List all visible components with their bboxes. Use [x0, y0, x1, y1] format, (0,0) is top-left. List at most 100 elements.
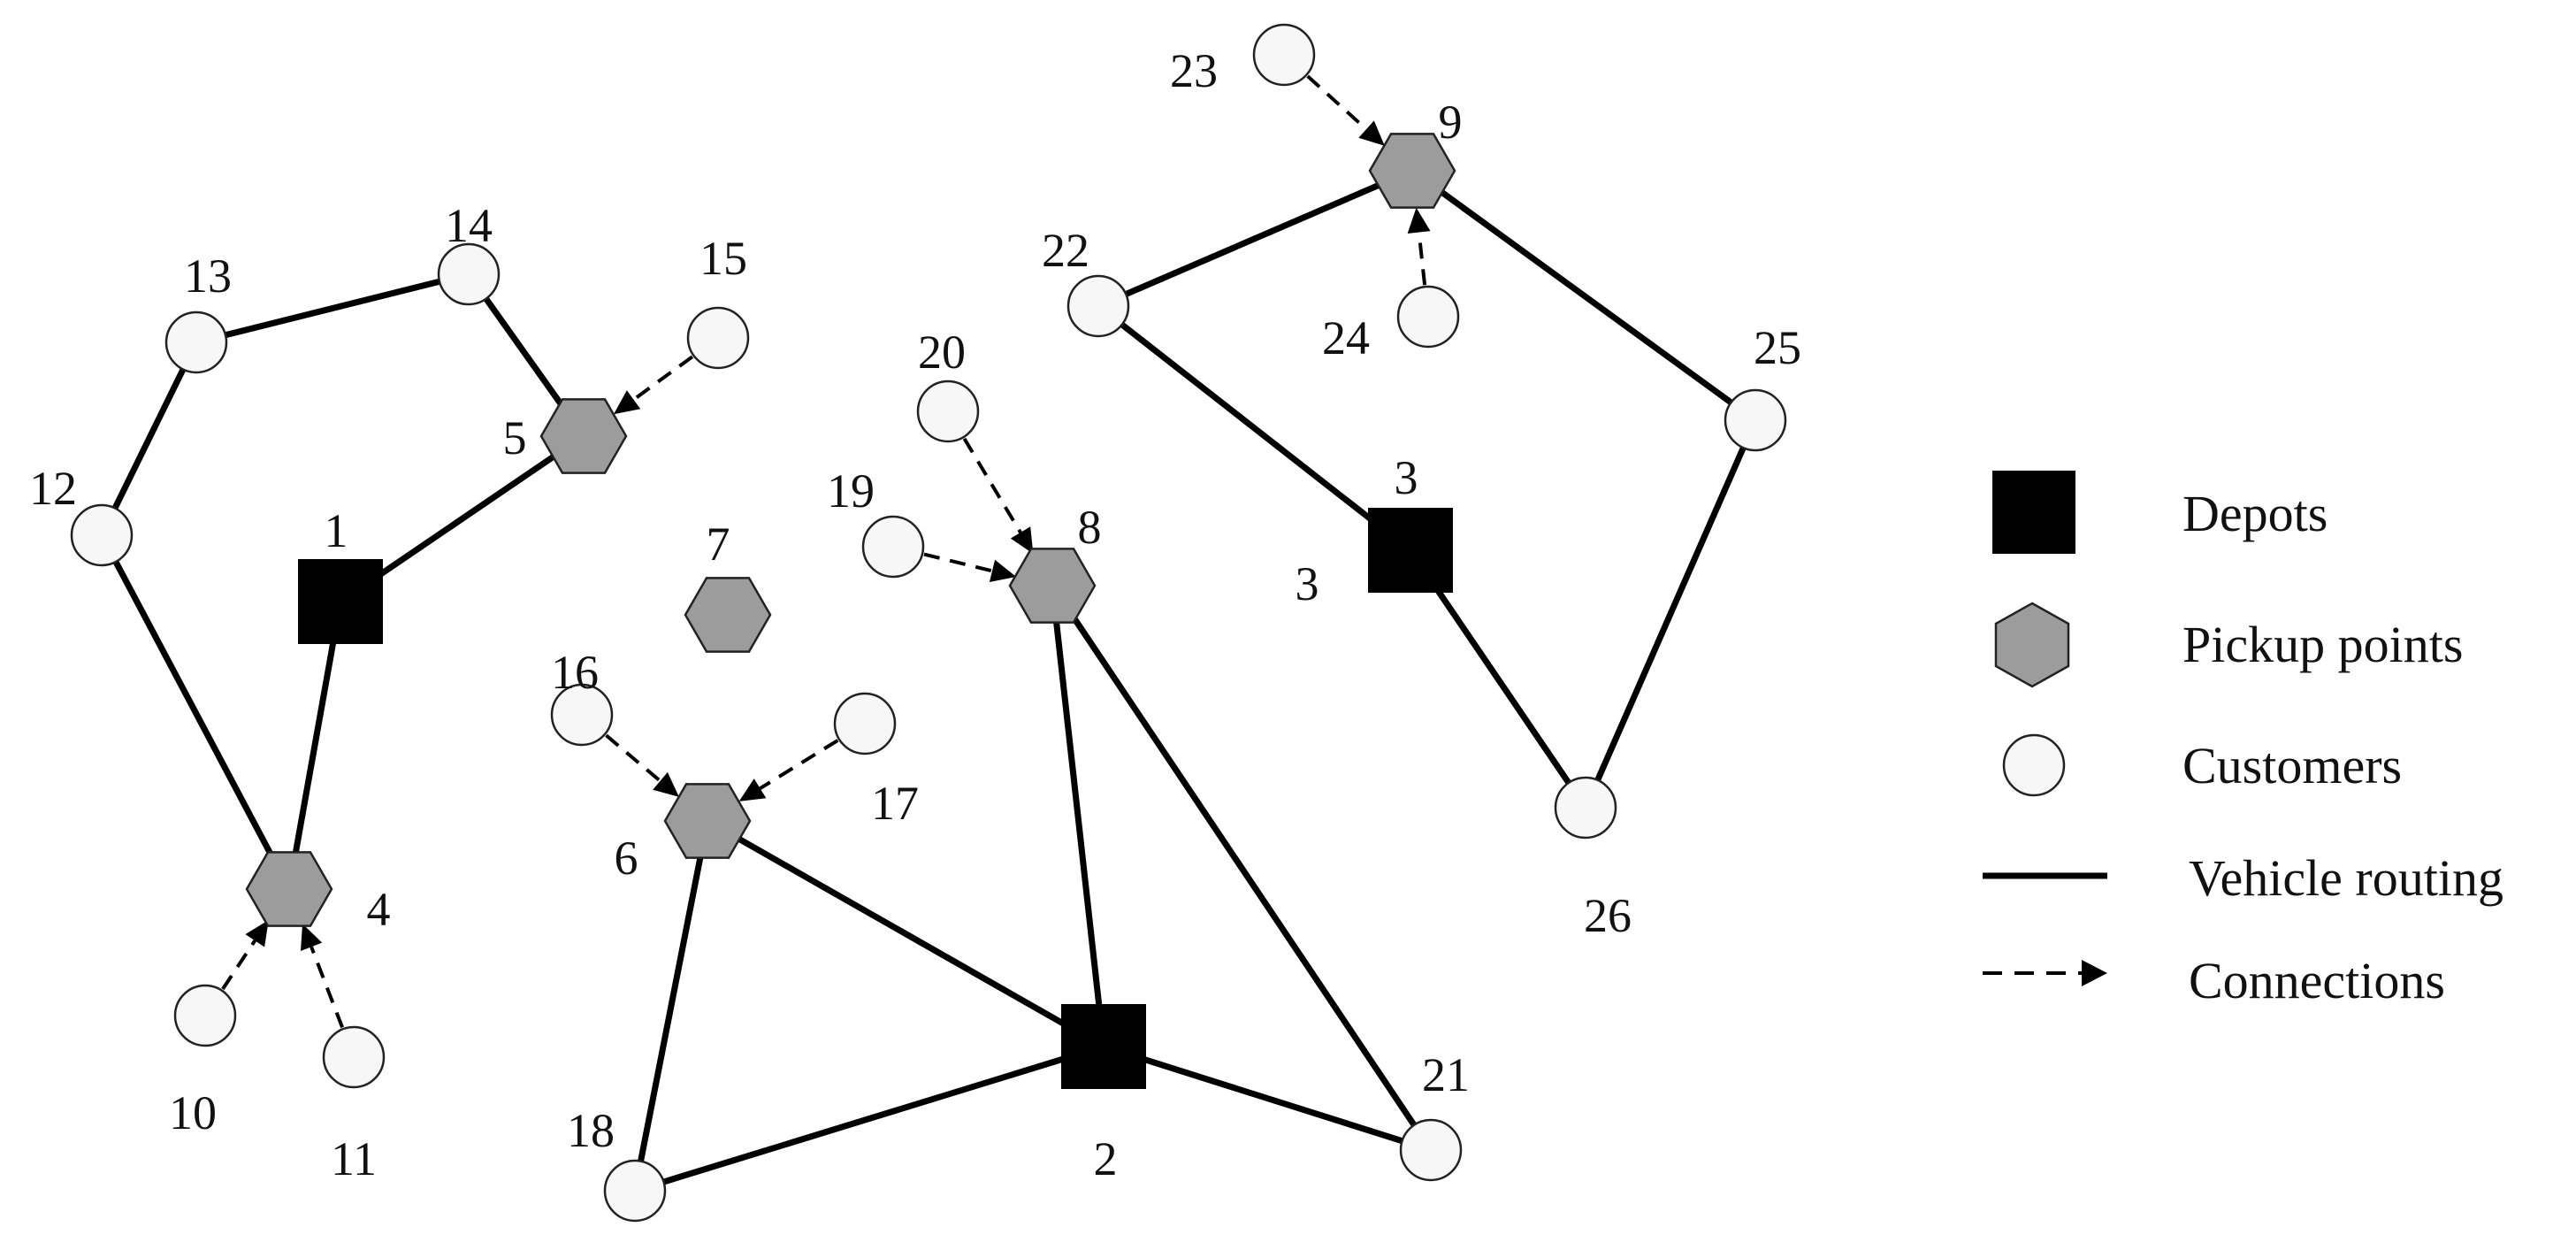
node-label-13: 13 [184, 249, 232, 303]
pickup-point-6 [663, 783, 752, 859]
legend-label-vehicle-routing: Vehicle routing [2189, 849, 2503, 907]
route-2-segment-8-2 [1049, 582, 1107, 1050]
connection-19-8 [923, 552, 993, 573]
node-label-4: 4 [367, 883, 391, 936]
customer-23 [1252, 23, 1316, 87]
node-label-17: 17 [871, 777, 919, 830]
connection-arrowhead-24-9 [1407, 207, 1431, 234]
legend-item-pickup-points: Pickup points [1994, 602, 2463, 688]
connections [221, 74, 1431, 1029]
pickup-point-8 [1008, 548, 1097, 624]
node-label-5: 5 [503, 411, 527, 464]
depot-1 [298, 559, 383, 644]
customer-14 [437, 242, 501, 306]
node-label-3: 3 [1395, 451, 1418, 504]
node-label-23: 23 [1170, 44, 1218, 97]
pickup-point-7 [684, 577, 772, 653]
depot-square-icon [1992, 471, 2075, 554]
connection-24-9 [1417, 232, 1427, 286]
legend-label-depots: Depots [2182, 485, 2328, 542]
customer-circle-icon [2002, 733, 2066, 797]
pickup-point-4 [245, 851, 333, 927]
customer-19 [861, 515, 925, 579]
connection-arrowhead-10-4 [245, 919, 269, 947]
node-label-21: 21 [1422, 1048, 1470, 1101]
customer-24 [1396, 285, 1460, 349]
node-label-8: 8 [1078, 501, 1102, 554]
node-label-10: 10 [169, 1086, 217, 1139]
connection-arrowhead-23-9 [1358, 120, 1385, 146]
customer-16 [550, 683, 614, 747]
legend-item-depots: Depots [1992, 471, 2328, 554]
pickup-point-5 [539, 398, 628, 474]
node-label-20: 20 [918, 326, 966, 379]
legend: Depots Pickup points Customers Vehicle r… [1983, 471, 2503, 1009]
legend-label-customers: Customers [2182, 737, 2402, 794]
depot-3 [1368, 508, 1453, 593]
connection-16-6 [605, 733, 661, 783]
node-label-14: 14 [445, 199, 493, 252]
connection-arrowhead-19-8 [989, 559, 1017, 583]
route-2-segment-2-6 [704, 817, 1107, 1050]
node-label-2: 2 [1094, 1132, 1118, 1185]
route-2-segment-6-18 [631, 817, 711, 1194]
connection-arrowhead-17-6 [738, 778, 767, 801]
route-1-segment-13-14 [193, 271, 472, 346]
connection-10-4 [221, 939, 256, 991]
customer-25 [1724, 388, 1787, 452]
arrowhead-icon [2082, 960, 2107, 986]
node-label-22: 22 [1042, 224, 1089, 277]
node-label-26: 26 [1584, 889, 1632, 942]
route-2-segment-21-8 [1049, 582, 1434, 1154]
connection-20-8 [962, 437, 1022, 533]
legend-item-customers: Customers [2002, 733, 2402, 797]
customer-13 [164, 311, 228, 374]
route-2-segment-2-21 [1100, 1043, 1434, 1154]
route-3-segment-25-26 [1582, 417, 1759, 811]
node-label-18: 18 [567, 1104, 615, 1157]
node-label-1: 1 [325, 504, 348, 557]
customer-22 [1066, 274, 1130, 338]
connection-arrowhead-11-4 [300, 924, 323, 952]
connection-arrowhead-15-5 [613, 390, 641, 415]
route-1-segment-12-13 [98, 339, 200, 539]
node-label-9: 9 [1439, 96, 1463, 149]
connection-11-4 [310, 946, 344, 1029]
customer-17 [833, 692, 897, 755]
legend-label-connections: Connections [2189, 952, 2445, 1009]
route-3-segment-26-3 [1407, 547, 1589, 811]
customer-26 [1554, 776, 1617, 840]
vehicle-routes [98, 167, 1759, 1194]
connection-23-9 [1306, 74, 1368, 131]
customer-20 [916, 380, 980, 443]
node-label-24: 24 [1322, 311, 1370, 364]
customer-15 [686, 306, 750, 370]
nodes [70, 23, 1787, 1223]
depot-2 [1061, 1004, 1146, 1089]
pickup-point-9 [1368, 133, 1456, 209]
node-label-11: 11 [331, 1132, 377, 1185]
customer-10 [173, 984, 237, 1047]
node-label-7: 7 [707, 518, 730, 571]
customer-11 [322, 1025, 386, 1089]
connection-arrowhead-16-6 [653, 771, 679, 797]
node-label-25: 25 [1754, 321, 1801, 374]
connection-17-6 [759, 739, 839, 790]
node-label-3b: 3 [1296, 557, 1319, 610]
legend-item-vehicle-routing: Vehicle routing [1983, 849, 2503, 907]
node-label-6: 6 [615, 832, 638, 885]
node-label-19: 19 [827, 464, 875, 518]
connection-arrowhead-20-8 [1010, 526, 1034, 554]
route-3-segment-3-22 [1095, 303, 1414, 554]
connection-15-5 [632, 355, 694, 402]
route-1-segment-1-4 [286, 598, 344, 893]
customer-18 [603, 1159, 667, 1223]
legend-item-connections: Connections [1983, 952, 2445, 1009]
route-3-segment-9-25 [1409, 167, 1759, 424]
route-3-segment-22-9 [1095, 167, 1416, 310]
customer-12 [70, 503, 134, 567]
route-2-segment-18-2 [631, 1043, 1107, 1194]
pickup-hexagon-icon [1994, 602, 2070, 688]
